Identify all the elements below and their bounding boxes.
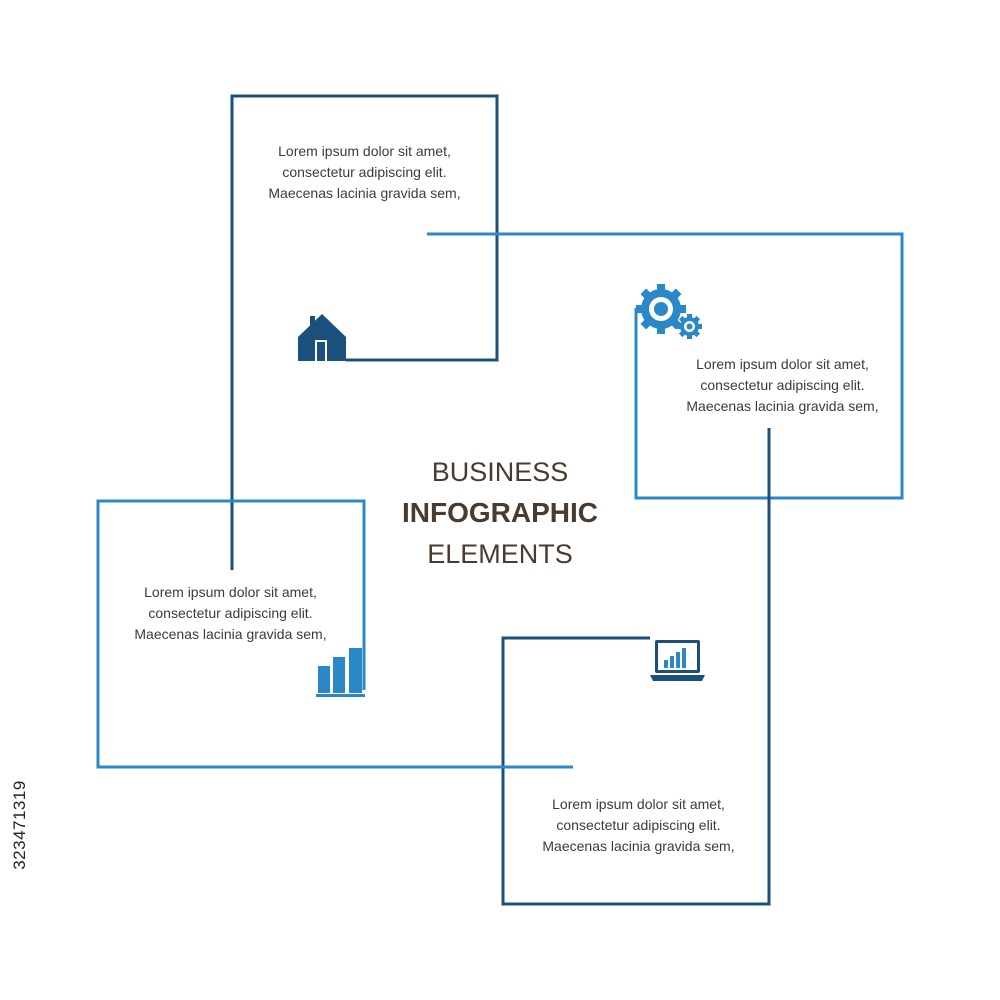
right-bracket-line (427, 232, 904, 500)
left-bracket-line (96, 499, 573, 769)
title-line-infographic: INFOGRAPHIC (402, 497, 598, 528)
top-text-block: Lorem ipsum dolor sit amet, consectetur … (232, 141, 497, 204)
text-line: Maecenas lacinia gravida sem, (686, 398, 879, 414)
bottom-text-block: Lorem ipsum dolor sit amet, consectetur … (506, 794, 771, 857)
text-line: Lorem ipsum dolor sit amet, (552, 796, 725, 812)
bar-chart-icon (316, 648, 365, 697)
left-text-block: Lorem ipsum dolor sit amet, consectetur … (98, 582, 363, 645)
text-line: Lorem ipsum dolor sit amet, (696, 356, 869, 372)
text-line: Lorem ipsum dolor sit amet, (278, 143, 451, 159)
text-line: consectetur adipiscing elit. (700, 377, 865, 393)
text-line: Lorem ipsum dolor sit amet, (144, 584, 317, 600)
text-line: consectetur adipiscing elit. (282, 164, 447, 180)
text-line: consectetur adipiscing elit. (148, 605, 313, 621)
text-line: Maecenas lacinia gravida sem, (134, 626, 327, 642)
text-line: consectetur adipiscing elit. (556, 817, 721, 833)
laptop-chart-icon (650, 640, 705, 681)
text-line: Maecenas lacinia gravida sem, (268, 185, 461, 201)
top-bracket-line (230, 94, 499, 570)
text-line: Maecenas lacinia gravida sem, (542, 838, 735, 854)
stock-id-wrapper: 323471319 (2, 770, 38, 880)
gears-icon (636, 284, 702, 339)
title-line-business: BUSINESS (431, 457, 569, 487)
right-text-block: Lorem ipsum dolor sit amet, consectetur … (650, 354, 915, 417)
title-line-elements: ELEMENTS (427, 539, 573, 569)
house-icon (298, 314, 346, 361)
bottom-bracket-line (501, 428, 771, 906)
stock-id: 323471319 (10, 780, 29, 870)
